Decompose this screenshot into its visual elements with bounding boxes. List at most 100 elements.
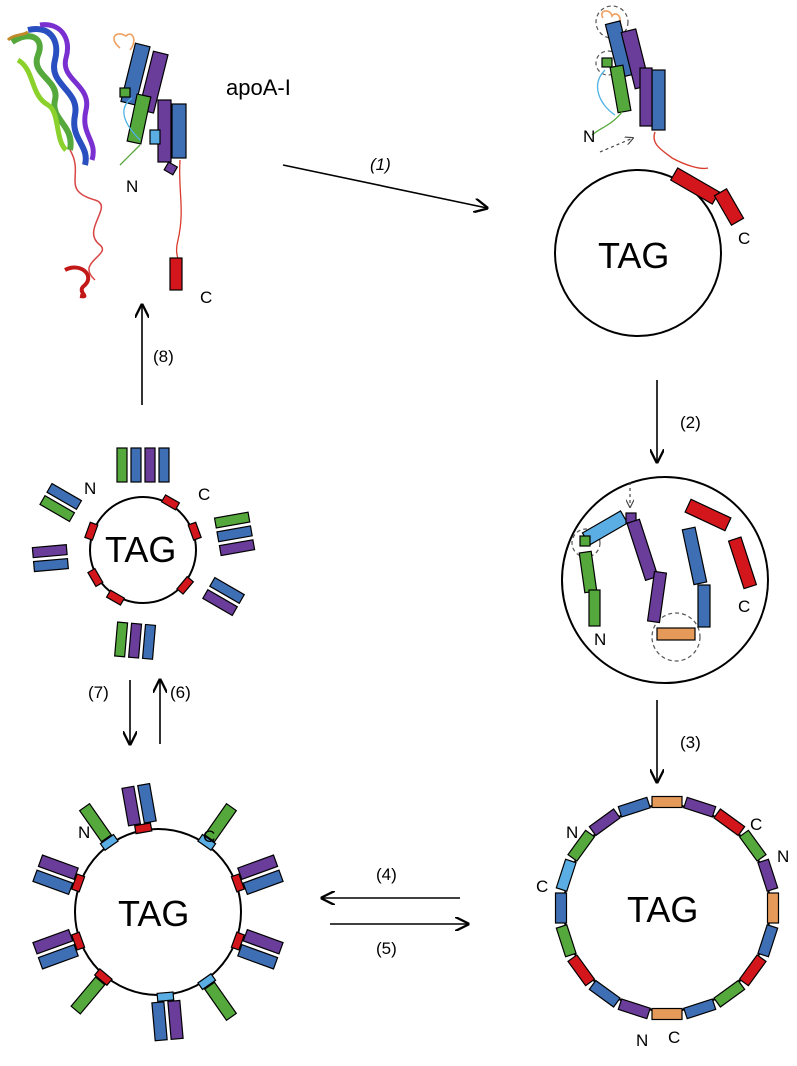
c-terminus-label: C [203,827,215,846]
step-8-arrow: (8) [142,305,174,405]
helix-segment [555,858,577,892]
c-terminus-label: C [738,229,750,248]
c-terminus-label: C [536,877,548,896]
helix-segment [617,998,651,1020]
n-terminus-label: N [594,630,606,649]
n-terminus-label: N [583,127,595,146]
helix-segment [167,999,184,1040]
helix-segment [37,943,79,970]
helix-segment [70,931,86,951]
helix-segment [133,822,153,835]
step-6-label: (6) [170,683,191,702]
step-4-label: (4) [376,865,397,884]
step-5-arrow: (5) [330,924,468,958]
helix-segment [230,931,246,951]
helix-segment [588,979,621,1008]
n-terminus-label: N [126,177,138,196]
helix-segment [105,589,126,606]
apoai-schematic: apoA-I N C [113,33,291,307]
helix-segment [32,928,74,955]
helix-segment [766,892,780,924]
c-terminus-label: C [198,485,210,504]
helix-segment [218,539,256,557]
helix-segment [31,544,68,559]
helix-segment [158,447,170,483]
step-6-arrow: (6) [160,680,191,744]
helix-segment [738,954,767,987]
c-terminus-label: C [750,815,762,834]
helix-segment [171,103,187,159]
step-8-label: (8) [153,347,174,366]
tag-droplet [554,169,722,337]
step-2-arrow: (2) [657,380,701,462]
helix-segment [130,447,142,483]
n-terminus-label: N [636,1031,648,1050]
helix-segment [32,869,74,896]
helix-segment [144,447,156,483]
helix-segment [203,802,238,843]
helix-segment [554,892,568,924]
helix-segment [567,829,596,862]
helix-segment [651,795,683,809]
helix-segment [757,858,779,892]
droplet-step-3: TAG N C N C N C [536,795,789,1050]
c-terminus-label: C [200,288,212,307]
helix-segment [216,525,253,543]
protein-label: apoA-I [226,75,291,100]
helix-segment [32,557,69,573]
n-terminus-label: N [78,823,90,842]
n-terminus-label: N [84,479,96,498]
helix-segment [213,511,251,529]
droplet-step-5: TAG N C [31,447,256,660]
helix-segment [37,854,79,881]
step-5-label: (5) [376,939,397,958]
helix-segment [617,796,651,818]
step-7-arrow: (7) [88,680,130,744]
helix-segment [713,979,746,1008]
helix-segment [683,998,717,1020]
helix-segment [197,972,217,991]
helix-segment [70,976,106,1015]
c-terminus-label: C [738,597,750,616]
helix-segment [567,954,596,987]
helix-segment [683,796,717,818]
helix-segment [137,782,157,824]
step-7-label: (7) [88,683,109,702]
helix-segment [203,981,238,1022]
helix-segment [127,622,143,659]
helix-segment [160,494,181,511]
helix-segment [197,833,217,852]
helix-segment [176,575,195,595]
helix-segment [555,924,577,958]
helix-segment [169,257,183,291]
step-3-arrow: (3) [657,700,701,782]
helix-segment [114,621,129,658]
helix-segment [242,928,284,955]
c-terminus-label: C [668,1028,680,1047]
tag-droplet [89,496,197,604]
step-1-label: (1) [370,155,391,174]
helix-segment [201,588,239,617]
helix-segment [230,873,246,893]
helix-segment [208,576,246,605]
helix-segment [87,567,104,588]
helix-segment [651,1007,683,1021]
dashed-circle-icon [651,612,701,662]
helix-segment [187,521,202,541]
helix-segment [588,808,621,837]
dashed-arrow-icon [599,138,633,153]
helix-segment [237,854,279,881]
helix-segment [70,873,86,893]
tag-label: TAG [118,893,189,934]
tag-label: TAG [105,529,176,570]
helix-segment [93,968,113,987]
n-terminus-label: N [777,847,789,866]
droplet-step-2: N C [561,476,769,684]
helix-segment [242,869,284,896]
helix-segment [78,802,113,843]
ribbon-structure-icon [6,22,104,299]
helix-segment [116,447,128,483]
helix-segment [99,833,119,852]
helix-segment [141,623,157,660]
